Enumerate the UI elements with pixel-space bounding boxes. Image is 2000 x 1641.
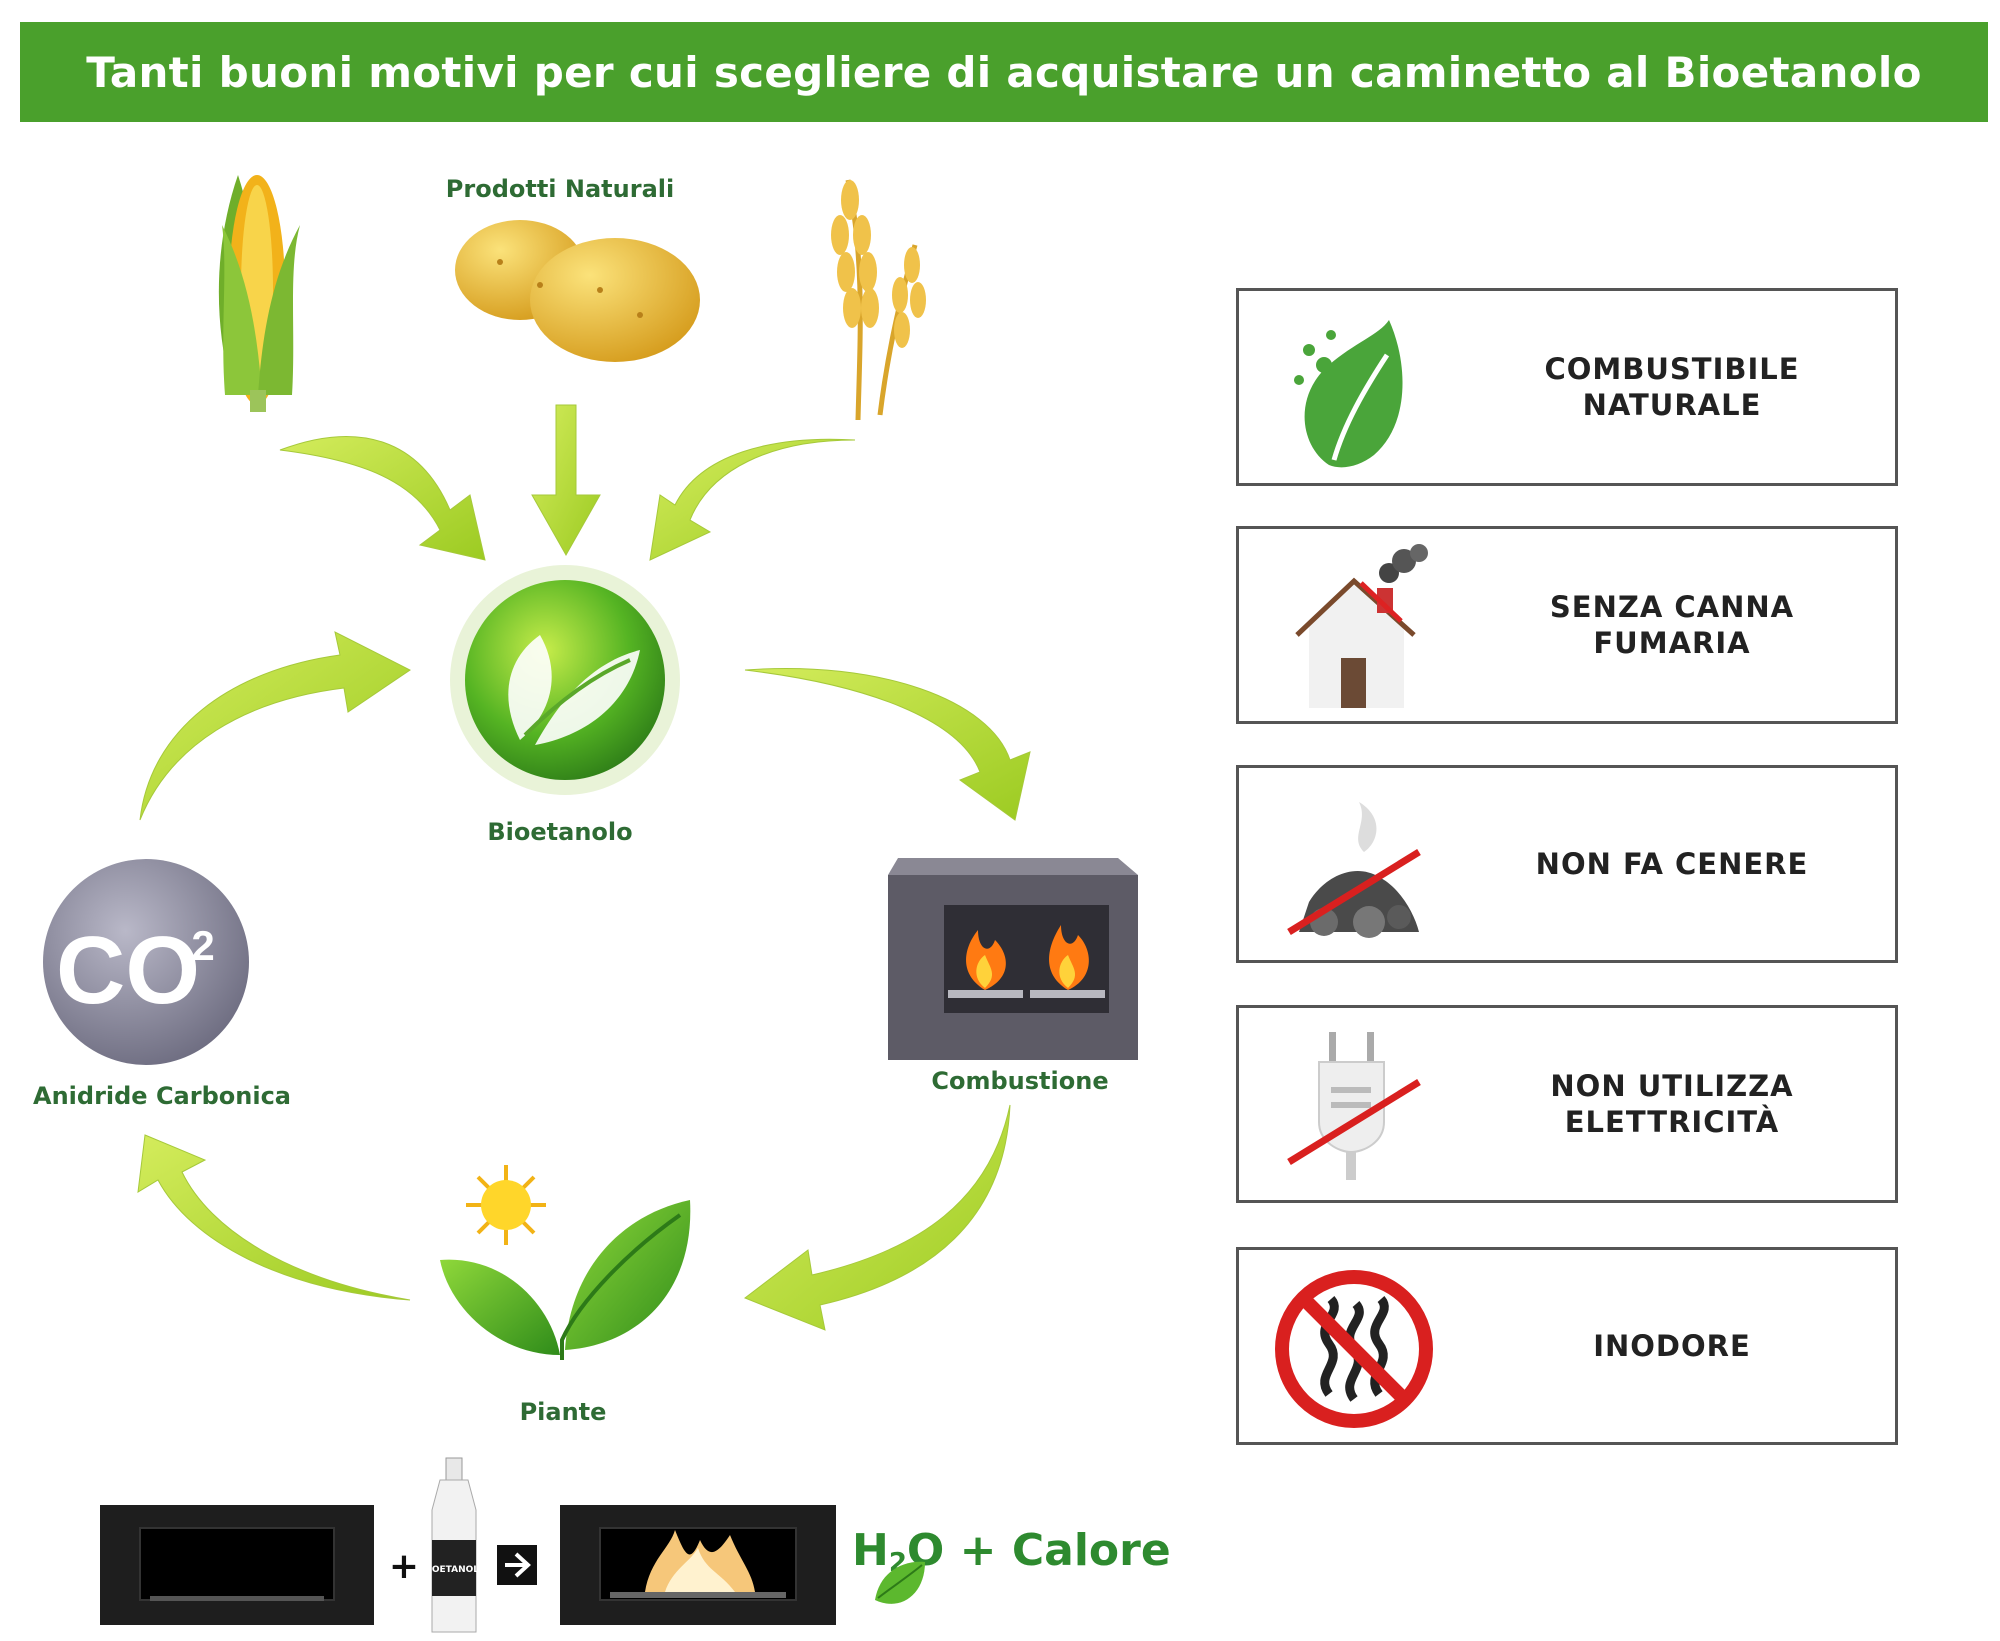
feature-label: NON UTILIZZA ELETTRICITÀ bbox=[1550, 1069, 1794, 1139]
no-odor-icon bbox=[1275, 1270, 1433, 1428]
combustion-label: Combustione bbox=[931, 1067, 1108, 1095]
corn-icon bbox=[218, 175, 300, 412]
leaf-icon bbox=[1294, 320, 1403, 468]
small-leaf-icon bbox=[875, 1561, 925, 1604]
plus-sign: + bbox=[389, 1546, 419, 1587]
plants-label: Piante bbox=[520, 1398, 607, 1426]
house-chimney-icon bbox=[1295, 544, 1428, 708]
page-title: Tanti buoni motivi per cui scegliere di … bbox=[86, 47, 1922, 97]
feature-label: INODORE bbox=[1593, 1329, 1751, 1363]
wheat-icon bbox=[831, 179, 926, 421]
fireplace-icon bbox=[888, 858, 1138, 1060]
feature-no-ash: NON FA CENERE bbox=[1236, 765, 1898, 963]
ash-crossed-icon bbox=[1287, 802, 1421, 938]
bottle-label: BIOETANOLO bbox=[422, 1565, 487, 1575]
fireplace-empty-icon bbox=[100, 1505, 374, 1625]
arrow-potato-to-bioethanol bbox=[531, 404, 601, 557]
co2-badge-text: CO bbox=[56, 917, 200, 1024]
plant-sun-icon bbox=[440, 1165, 691, 1360]
arrow-right-icon bbox=[497, 1545, 537, 1585]
feature-natural-fuel: COMBUSTIBILE NATURALE bbox=[1236, 288, 1898, 486]
feature-label: NON FA CENERE bbox=[1535, 847, 1809, 881]
bioethanol-bottle-icon: BIOETANOLO bbox=[422, 1457, 487, 1633]
arrow-plants-to-co2 bbox=[137, 1134, 411, 1301]
co2-badge-sup: 2 bbox=[191, 922, 214, 969]
bioethanol-cycle-diagram: Prodotti Naturali bbox=[33, 175, 1171, 1633]
co2-label: Anidride Carbonica bbox=[33, 1082, 291, 1110]
arrow-bioethanol-to-combustion bbox=[744, 667, 1031, 821]
feature-label: SENZA CANNA FUMARIA bbox=[1549, 590, 1795, 660]
feature-odorless: INODORE bbox=[1236, 1247, 1898, 1445]
fireplace-lit-icon bbox=[560, 1505, 836, 1625]
potato-icon bbox=[455, 220, 700, 362]
bioethanol-sphere-icon bbox=[450, 565, 680, 795]
title-banner: Tanti buoni motivi per cui scegliere di … bbox=[20, 22, 1988, 122]
arrow-combustion-to-plants bbox=[743, 1104, 1011, 1331]
arrow-co2-to-bioethanol bbox=[139, 631, 411, 821]
feature-label: COMBUSTIBILE NATURALE bbox=[1544, 352, 1800, 422]
feature-no-chimney: SENZA CANNA FUMARIA bbox=[1236, 526, 1898, 724]
arrow-wheat-to-bioethanol bbox=[649, 438, 856, 561]
feature-no-electricity: NON UTILIZZA ELETTRICITÀ bbox=[1236, 1005, 1898, 1203]
arrow-corn-to-bioethanol bbox=[279, 436, 486, 561]
natural-products-label: Prodotti Naturali bbox=[446, 175, 674, 203]
bioethanol-label: Bioetanolo bbox=[487, 818, 632, 846]
co2-sphere-icon: CO 2 bbox=[43, 859, 249, 1065]
plug-crossed-icon bbox=[1287, 1032, 1421, 1180]
